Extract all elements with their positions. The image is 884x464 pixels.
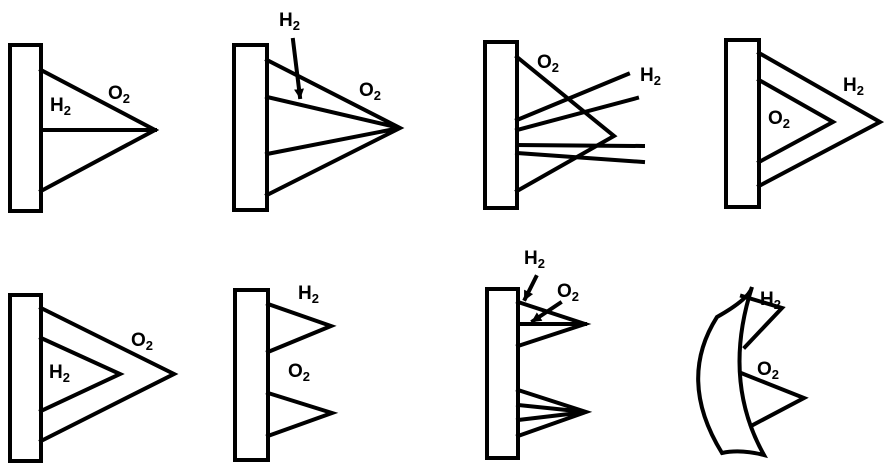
injector-cone (514, 54, 618, 194)
h2-arrow (522, 274, 539, 302)
o2-label: O2 (359, 80, 381, 103)
o2-label: O2 (108, 83, 130, 106)
h2-arrow (290, 37, 304, 100)
panel-6: H2 O2 (233, 283, 339, 462)
lower-cone (265, 390, 339, 439)
panel-3: O2 H2 (483, 40, 661, 210)
lower-cone (738, 370, 809, 429)
lower-cone (515, 387, 593, 439)
h2-label: H2 (843, 75, 864, 98)
panel-8: H2 O2 (696, 286, 809, 459)
o2-label: O2 (288, 361, 310, 384)
h2-label: H2 (640, 65, 661, 88)
injector-jets (514, 71, 646, 165)
upper-cone (739, 293, 786, 350)
injector-cone (756, 50, 884, 189)
panel-4: O2 H2 (724, 38, 884, 209)
injector-cone (38, 305, 179, 444)
h2-label: H2 (279, 10, 300, 33)
o2-label: O2 (757, 359, 779, 382)
injector-face (724, 38, 761, 209)
injector-face (232, 43, 269, 212)
injector-cone (264, 57, 405, 198)
o2-label: O2 (537, 52, 559, 75)
panel-7: H2 O2 (485, 248, 593, 460)
h2-label: H2 (298, 283, 319, 306)
o2-label: O2 (768, 108, 790, 131)
injector-face (8, 43, 43, 213)
panel-1: H2 O2 (8, 43, 160, 213)
panel-2: H2 O2 (232, 10, 405, 212)
h2-label: H2 (50, 95, 71, 118)
h2-label: H2 (760, 289, 781, 312)
o2-label: O2 (557, 281, 579, 304)
o2-arrow (530, 300, 563, 324)
upper-cone (515, 299, 592, 349)
h2-label: H2 (49, 362, 70, 385)
h2-label: H2 (524, 248, 545, 271)
panel-5: H2 O2 (8, 293, 179, 463)
injector-cone (38, 67, 160, 194)
upper-cone (265, 301, 337, 355)
o2-label: O2 (131, 330, 153, 353)
curved-face (696, 286, 769, 459)
injector-face (483, 40, 519, 210)
injector-face (8, 293, 43, 463)
injector-face (485, 287, 520, 460)
injector-face (233, 288, 270, 462)
